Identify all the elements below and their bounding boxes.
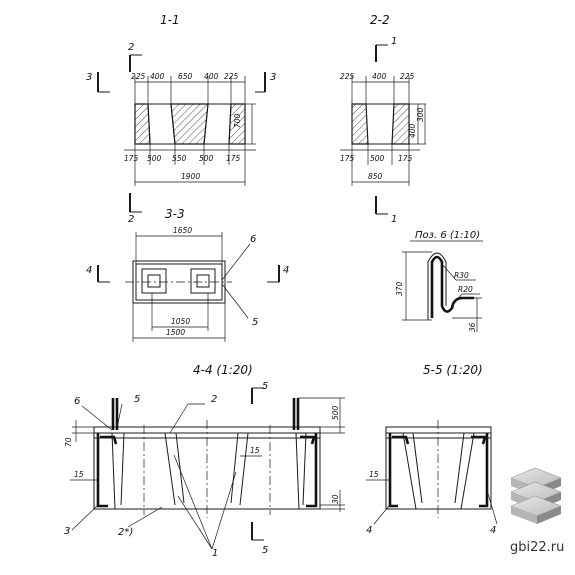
cut-marker-5-bottom: 5	[251, 522, 268, 556]
cut-marker-1-top: 1	[375, 36, 397, 62]
section-3-3-title: 3-3	[165, 207, 185, 221]
svg-text:500: 500	[199, 154, 214, 163]
svg-text:400: 400	[150, 72, 165, 81]
svg-text:400: 400	[372, 72, 387, 81]
svg-text:1900: 1900	[181, 172, 200, 181]
cut-marker-3-right: 3	[255, 72, 276, 93]
section-4-4-title: 4-4 (1:20)	[193, 363, 253, 377]
section-4-4-body	[93, 397, 345, 518]
cut-marker-2-bottom: 2	[128, 193, 142, 225]
svg-text:3: 3	[270, 72, 276, 83]
svg-text:36: 36	[468, 322, 477, 332]
svg-text:225: 225	[224, 72, 239, 81]
svg-text:2: 2	[128, 42, 134, 53]
section-1-1-top-dims: 225 400 650 400 225	[131, 72, 246, 104]
section-5-5-labels: 15 4 4	[366, 470, 498, 536]
svg-text:3: 3	[86, 72, 92, 83]
watermark-text: gbi22.ru	[510, 540, 564, 555]
section-2-2-dims: 225 400 225 175 500 175 850 400 300	[340, 72, 426, 186]
svg-text:30: 30	[331, 494, 340, 504]
cut-marker-2-top: 2	[128, 42, 142, 72]
section-1-1-bottom-dims: 175 500 550 500 175 1900	[124, 144, 256, 186]
svg-text:300: 300	[416, 107, 425, 122]
section-1-1-title: 1-1	[160, 13, 180, 27]
svg-text:6: 6	[74, 396, 80, 407]
svg-text:1650: 1650	[173, 226, 192, 235]
svg-text:4: 4	[366, 525, 372, 536]
svg-text:175: 175	[398, 154, 413, 163]
cut-marker-4-left: 4	[86, 265, 110, 283]
svg-text:6: 6	[250, 234, 256, 245]
cut-marker-1-bottom: 1	[375, 196, 397, 225]
svg-text:15: 15	[369, 470, 379, 479]
pos6-detail: 370 R30 R20 36	[395, 251, 482, 332]
svg-text:1050: 1050	[171, 317, 190, 326]
svg-text:2*): 2*)	[118, 527, 133, 538]
svg-text:175: 175	[124, 154, 139, 163]
svg-text:4: 4	[283, 265, 289, 276]
svg-text:R30: R30	[454, 271, 469, 280]
svg-text:650: 650	[178, 72, 193, 81]
svg-text:4: 4	[86, 265, 92, 276]
section-5-5-body	[385, 420, 492, 518]
svg-text:400: 400	[408, 123, 417, 138]
section-3-3-plan: 1650 1050 1500 6 5	[125, 226, 258, 342]
svg-text:4: 4	[490, 525, 496, 536]
svg-text:1: 1	[212, 548, 218, 559]
svg-text:70: 70	[64, 437, 73, 447]
section-2-2-title: 2-2	[370, 13, 390, 27]
section-4-4-labels: 6 5 2 70 15 15 500 30 3 2*) 1	[64, 394, 340, 559]
pos6-title: Поз. 6 (1:10)	[415, 230, 480, 241]
svg-text:700: 700	[233, 113, 242, 128]
svg-text:400: 400	[204, 72, 219, 81]
svg-text:1500: 1500	[166, 328, 185, 337]
cut-marker-5-top: 5	[251, 381, 268, 404]
section-1-1-height-dim: 700	[233, 103, 256, 145]
svg-text:1: 1	[391, 36, 397, 47]
svg-text:370: 370	[395, 281, 404, 296]
svg-text:3: 3	[64, 526, 70, 537]
svg-text:175: 175	[226, 154, 241, 163]
svg-text:2: 2	[128, 214, 134, 225]
svg-text:550: 550	[172, 154, 187, 163]
svg-text:15: 15	[74, 470, 84, 479]
svg-text:500: 500	[370, 154, 385, 163]
svg-text:5: 5	[134, 394, 140, 405]
cut-marker-4-right: 4	[267, 265, 289, 283]
cut-marker-3-left: 3	[86, 72, 110, 93]
svg-text:1: 1	[391, 214, 397, 225]
section-5-5-title: 5-5 (1:20)	[423, 363, 483, 377]
svg-text:R20: R20	[458, 285, 473, 294]
svg-text:500: 500	[147, 154, 162, 163]
watermark-logo	[510, 467, 562, 524]
svg-text:225: 225	[400, 72, 415, 81]
svg-text:500: 500	[331, 405, 340, 420]
svg-text:2: 2	[211, 394, 217, 405]
svg-text:850: 850	[368, 172, 383, 181]
svg-text:15: 15	[250, 446, 260, 455]
svg-text:225: 225	[131, 72, 146, 81]
svg-text:5: 5	[252, 317, 258, 328]
svg-text:5: 5	[262, 545, 268, 556]
svg-text:5: 5	[262, 381, 268, 392]
svg-text:225: 225	[340, 72, 355, 81]
svg-text:175: 175	[340, 154, 355, 163]
